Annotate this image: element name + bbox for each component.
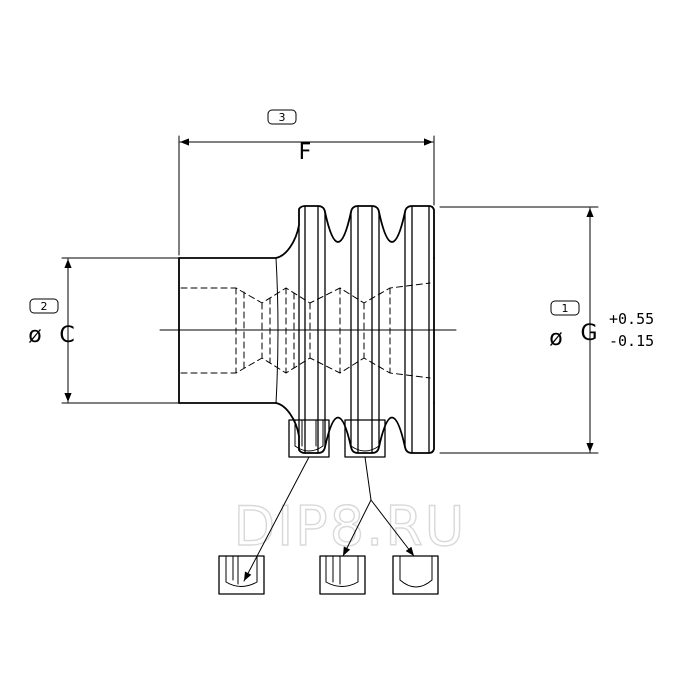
rib-contour-top	[275, 205, 435, 259]
dimension-tag-3: 3	[279, 111, 286, 124]
section-callouts	[243, 419, 415, 582]
leader-1	[243, 456, 310, 582]
detail-view-2	[319, 555, 366, 595]
rib-contour-bottom	[275, 402, 435, 454]
detail-view-1	[218, 555, 265, 595]
dimension-inner-diameter: 2 ø C	[28, 257, 179, 404]
diameter-symbol-g: ø	[549, 326, 562, 351]
dimension-letter-f: F	[299, 140, 312, 165]
dimension-letter-c: C	[59, 323, 74, 348]
leader-4	[370, 499, 415, 557]
dimension-length: 3 F	[178, 109, 435, 256]
dimension-tag-1-box	[550, 300, 580, 316]
detail-view-3	[392, 555, 439, 595]
section-profile-rib2	[350, 419, 380, 452]
dimension-letter-g: G	[580, 321, 597, 346]
dimension-tag-2: 2	[41, 300, 48, 313]
leader-2	[364, 456, 372, 501]
dimension-tag-3-box	[267, 109, 297, 125]
dimension-tag-2-box	[29, 298, 59, 314]
section-profile-rib1	[294, 419, 324, 452]
dimension-outer-diameter: 1 ø G +0.55 -0.15	[439, 206, 654, 454]
detail-views	[218, 555, 439, 595]
watermark: DIP8.RU	[234, 495, 467, 558]
diameter-symbol-c: ø	[28, 323, 41, 348]
leader-3	[342, 499, 372, 557]
tolerance-plus: +0.55	[609, 310, 654, 328]
dimension-tag-1: 1	[562, 302, 569, 315]
tolerance-minus: -0.15	[609, 332, 654, 350]
